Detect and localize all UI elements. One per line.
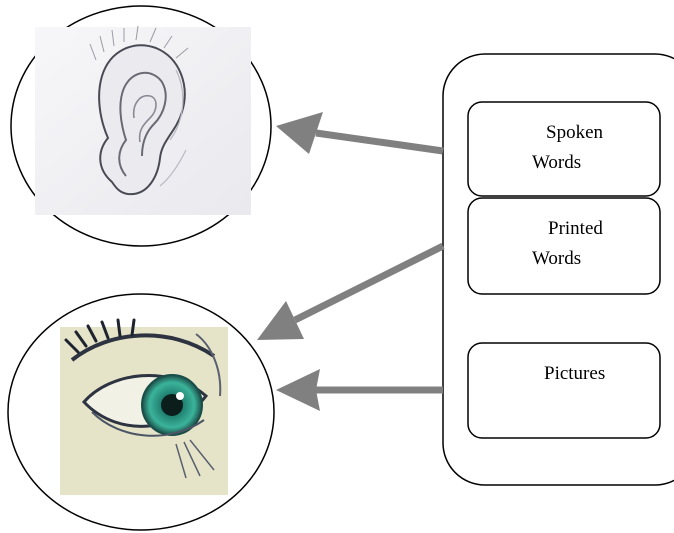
- printed-words-label-line1: Printed: [548, 217, 603, 241]
- spoken-words-label-line1: Spoken: [546, 121, 603, 145]
- spoken-words-label-line2: Words: [532, 151, 581, 175]
- ear-icon: [35, 26, 251, 215]
- arrow-printed-to-eye: [257, 246, 443, 340]
- eye-icon: [60, 320, 228, 495]
- printed-words-label-line2: Words: [532, 247, 581, 271]
- printed-words-box: [468, 198, 660, 294]
- arrow-pictures-to-eye: [276, 369, 443, 411]
- arrow-spoken-to-ear: [276, 112, 443, 154]
- pictures-box: [468, 343, 660, 438]
- pictures-label: Pictures: [544, 362, 605, 386]
- spoken-words-box: [468, 102, 660, 196]
